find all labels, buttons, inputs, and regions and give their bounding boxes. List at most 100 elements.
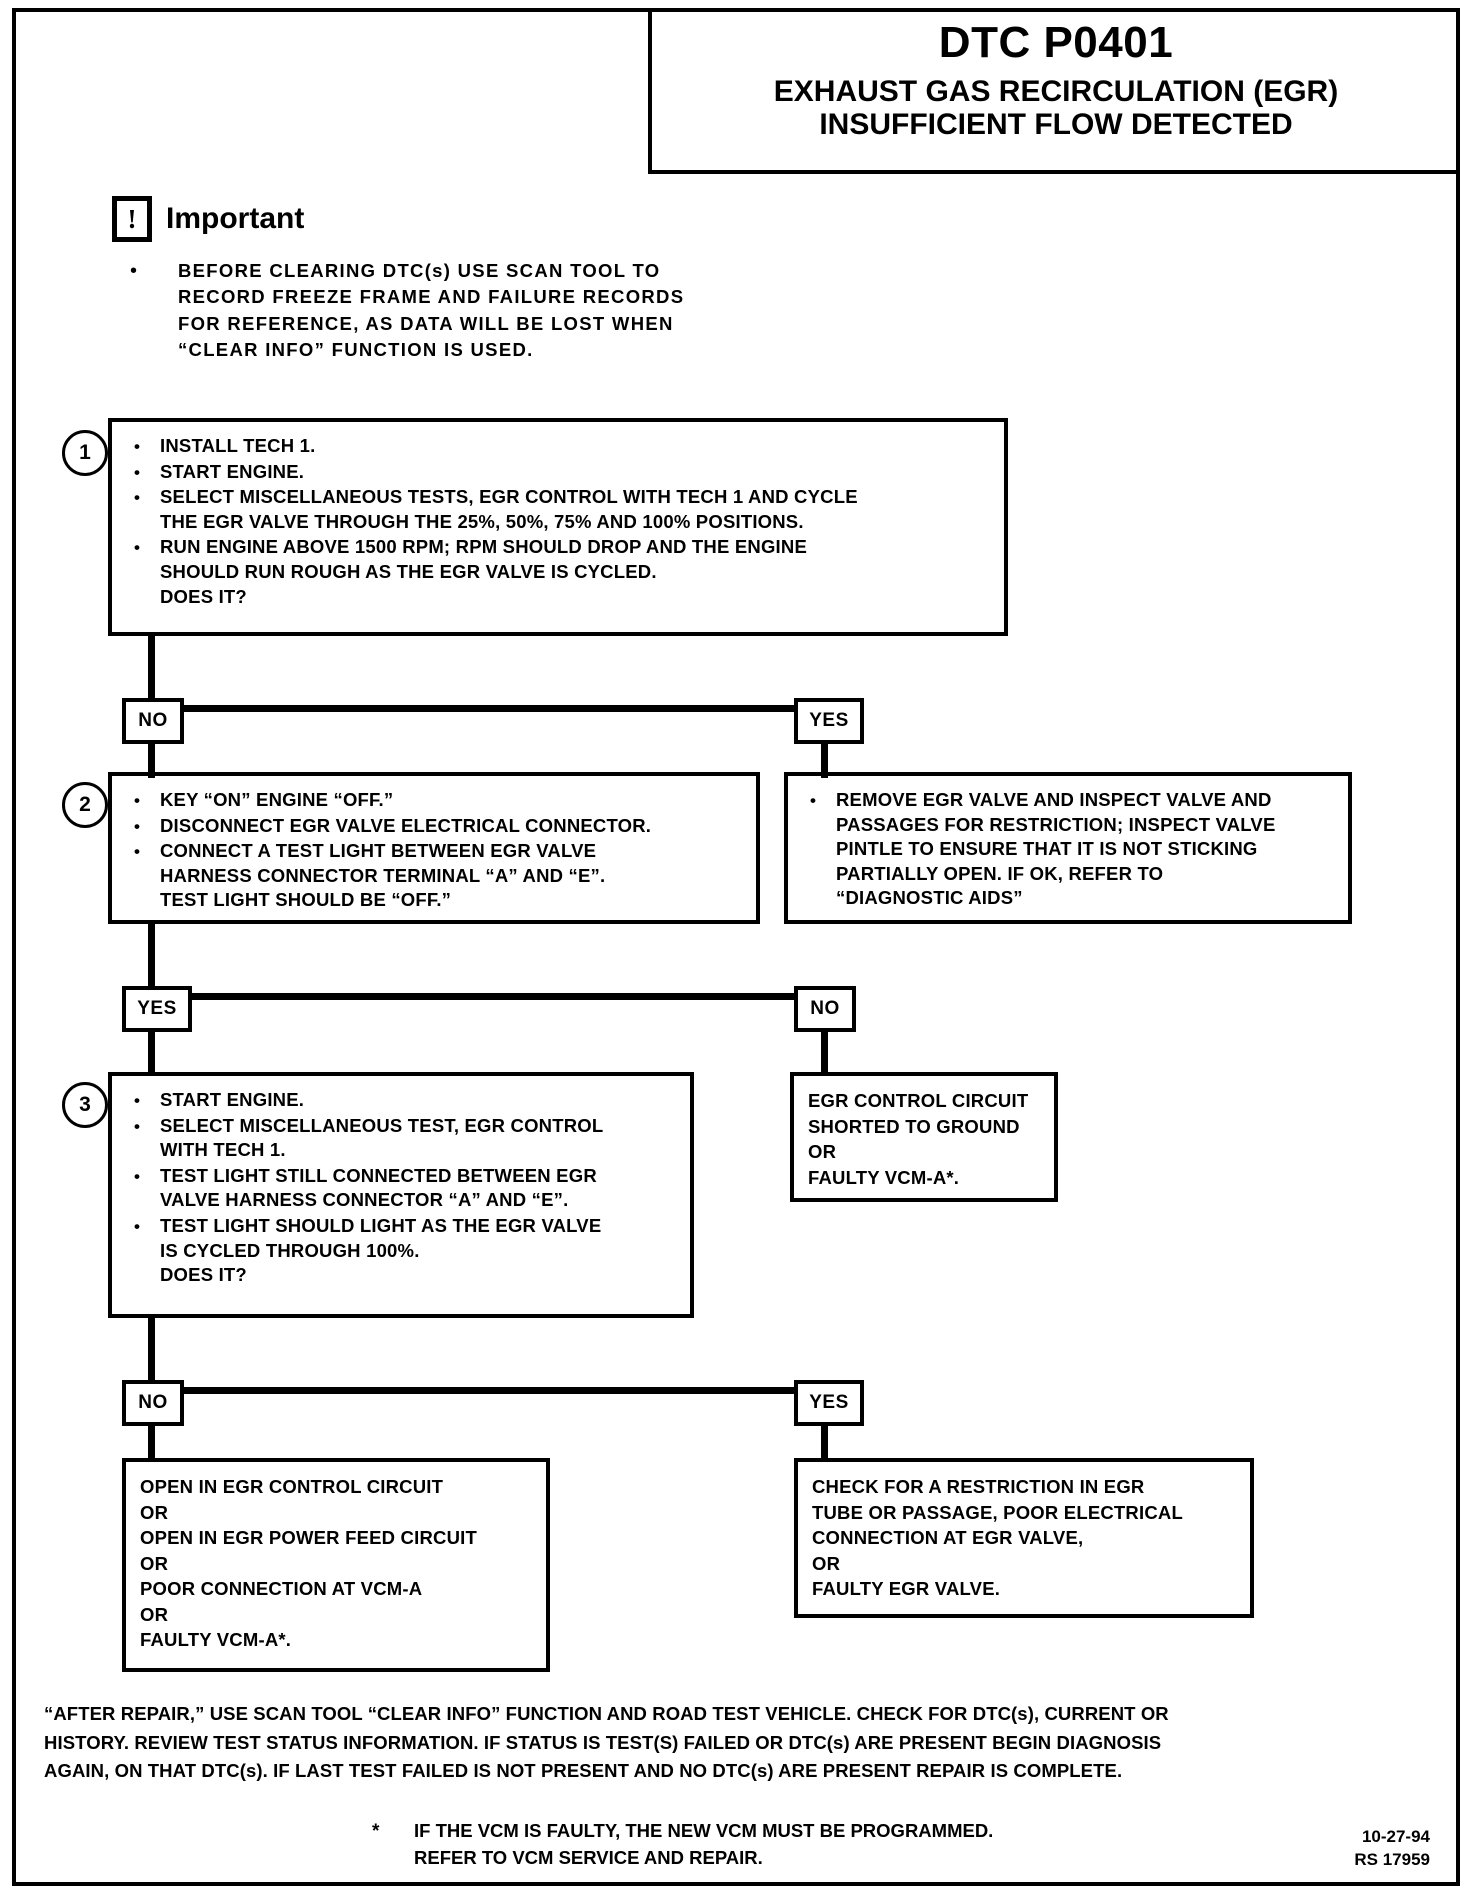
step-line: SELECT MISCELLANEOUS TEST, EGR CONTROL [160, 1114, 604, 1136]
exclamation-glyph: ! [127, 204, 137, 234]
step-number-2: 2 [62, 782, 108, 828]
page-border [12, 8, 1460, 1886]
result-line: OPEN IN EGR POWER FEED CIRCUIT [140, 1527, 477, 1549]
bullet-icon: • [134, 1091, 141, 1110]
bullet-icon: • [134, 1116, 141, 1136]
branch-label-step2-no: NO [794, 986, 856, 1032]
branch-label-step1-yes: YES [794, 698, 864, 744]
step-line: START ENGINE. [160, 1089, 305, 1110]
footer-line: AGAIN, ON THAT DTC(s). IF LAST TEST FAIL… [44, 1760, 1123, 1782]
vcm-footnote-text: IF THE VCM IS FAULTY, THE NEW VCM MUST B… [414, 1818, 1172, 1872]
stamp-date: 10-27-94 [1361, 1827, 1430, 1846]
step-line: HARNESS CONNECTOR TERMINAL “A” AND “E”. [160, 864, 606, 886]
step2-no-result-box: EGR CONTROL CIRCUIT SHORTED TO GROUND OR… [790, 1072, 1058, 1202]
result-line: “DIAGNOSTIC AIDS” [836, 887, 1023, 909]
step-1-item: • RUN ENGINE ABOVE 1500 RPM; RPM SHOULD … [126, 535, 994, 609]
step-line: TEST LIGHT SHOULD LIGHT AS THE EGR VALVE [160, 1214, 602, 1236]
result-line: FAULTY EGR VALVE. [812, 1578, 1001, 1600]
result-line: REMOVE EGR VALVE AND INSPECT VALVE AND [836, 789, 1272, 810]
step-line: RUN ENGINE ABOVE 1500 RPM; RPM SHOULD DR… [160, 536, 807, 558]
step-line: START ENGINE. [160, 460, 305, 482]
important-note-text: BEFORE CLEARING DTC(s) USE SCAN TOOL TO … [178, 258, 750, 363]
step-3-item: • START ENGINE. [126, 1088, 680, 1113]
result-line: PARTIALLY OPEN. IF OK, REFER TO [836, 862, 1164, 884]
branch-label-step3-yes: YES [794, 1380, 864, 1426]
step-line: TEST LIGHT SHOULD BE “OFF.” [160, 889, 452, 911]
bullet-icon: • [134, 1166, 141, 1186]
connector-step1-down [148, 636, 155, 712]
step-line: DOES IT? [160, 585, 247, 607]
important-note: • BEFORE CLEARING DTC(s) USE SCAN TOOL T… [130, 258, 750, 363]
step-3-item: • TEST LIGHT STILL CONNECTED BETWEEN EGR… [126, 1164, 680, 1213]
document-stamp: 10-27-94 RS 17959 [1354, 1826, 1430, 1872]
footnote-line: IF THE VCM IS FAULTY, THE NEW VCM MUST B… [414, 1820, 994, 1841]
step-line: SHOULD RUN ROUGH AS THE EGR VALVE IS CYC… [160, 560, 657, 582]
footnote-line: REFER TO VCM SERVICE AND REPAIR. [414, 1846, 763, 1868]
result-line: PASSAGES FOR RESTRICTION; INSPECT VALVE [836, 813, 1276, 835]
result-line: OPEN IN EGR CONTROL CIRCUIT [140, 1476, 444, 1497]
dtc-title: EXHAUST GAS RECIRCULATION (EGR) INSUFFIC… [774, 75, 1338, 142]
bullet-icon: • [134, 1216, 141, 1236]
result-line: EGR CONTROL CIRCUIT [808, 1090, 1029, 1111]
important-label: Important [166, 202, 305, 235]
dtc-title-line2: INSUFFICIENT FLOW DETECTED [819, 108, 1293, 142]
connector-step2-down [148, 924, 155, 1000]
bullet-icon: • [810, 791, 817, 810]
connector-yes-to-final [821, 1424, 828, 1462]
result-line: OR [140, 1552, 169, 1574]
connector-yes-to-step3 [148, 1030, 155, 1076]
step-line: IS CYCLED THROUGH 100%. [160, 1239, 420, 1261]
step-1-item: • START ENGINE. [126, 460, 994, 485]
bullet-icon: • [130, 260, 138, 282]
step-line: INSTALL TECH 1. [160, 435, 316, 456]
step-number-3: 3 [62, 1082, 108, 1128]
step-line: THE EGR VALVE THROUGH THE 25%, 50%, 75% … [160, 510, 804, 532]
step-line: TEST LIGHT STILL CONNECTED BETWEEN EGR [160, 1164, 597, 1186]
important-heading: ! Important [112, 196, 304, 242]
step-line: KEY “ON” ENGINE “OFF.” [160, 789, 394, 810]
step-2-item: • KEY “ON” ENGINE “OFF.” [126, 788, 746, 813]
step-line: DISCONNECT EGR VALVE ELECTRICAL CONNECTO… [160, 814, 652, 836]
step-1-item: • INSTALL TECH 1. [126, 434, 994, 459]
result-line: OR [140, 1501, 169, 1523]
footer-line: HISTORY. REVIEW TEST STATUS INFORMATION.… [44, 1731, 1162, 1753]
result-line: PINTLE TO ENSURE THAT IT IS NOT STICKING [836, 838, 1258, 860]
dtc-title-line1: EXHAUST GAS RECIRCULATION (EGR) [773, 74, 1339, 108]
step-line: WITH TECH 1. [160, 1139, 286, 1161]
bullet-icon: • [134, 437, 141, 456]
step-2-box: • KEY “ON” ENGINE “OFF.” • DISCONNECT EG… [108, 772, 760, 924]
step-2-item: • CONNECT A TEST LIGHT BETWEEN EGR VALVE… [126, 839, 746, 913]
result-line: OR [812, 1552, 841, 1574]
vcm-footnote: * IF THE VCM IS FAULTY, THE NEW VCM MUST… [372, 1818, 1172, 1872]
important-line: BEFORE CLEARING DTC(s) USE SCAN TOOL TO [178, 260, 661, 281]
step-1-item: • SELECT MISCELLANEOUS TESTS, EGR CONTRO… [126, 485, 994, 534]
step-line: VALVE HARNESS CONNECTOR “A” AND “E”. [160, 1189, 569, 1211]
footer-line: “AFTER REPAIR,” USE SCAN TOOL “CLEAR INF… [44, 1703, 1169, 1724]
step-2-item: • DISCONNECT EGR VALVE ELECTRICAL CONNEC… [126, 814, 746, 839]
branch-label-step2-yes: YES [122, 986, 192, 1032]
connector-no-to-final [148, 1424, 155, 1462]
step3-no-result-box: OPEN IN EGR CONTROL CIRCUIT OR OPEN IN E… [122, 1458, 550, 1672]
result-line: TUBE OR PASSAGE, POOR ELECTRICAL [812, 1501, 1183, 1523]
branch-label-step1-no: NO [122, 698, 184, 744]
dtc-code: DTC P0401 [938, 18, 1174, 67]
step1-yes-result-box: • REMOVE EGR VALVE AND INSPECT VALVE AND… [784, 772, 1352, 924]
connector-yes-to-result [821, 742, 828, 778]
result-line: OR [140, 1603, 169, 1625]
connector-no-to-result [821, 1030, 828, 1076]
result-line: FAULTY VCM-A*. [808, 1166, 960, 1188]
after-repair-footer: “AFTER REPAIR,” USE SCAN TOOL “CLEAR INF… [44, 1700, 1404, 1786]
result-line: FAULTY VCM-A*. [140, 1629, 292, 1651]
connector-step3-down [148, 1318, 155, 1394]
bullet-icon: • [134, 842, 141, 862]
page-header: DTC P0401 EXHAUST GAS RECIRCULATION (EGR… [648, 8, 1460, 174]
important-line: FOR REFERENCE, AS DATA WILL BE LOST WHEN [178, 312, 674, 334]
bullet-icon: • [134, 791, 141, 810]
exclamation-in-box-icon: ! [112, 196, 152, 242]
connector-no-to-step2 [148, 742, 155, 778]
step-3-item: • TEST LIGHT SHOULD LIGHT AS THE EGR VAL… [126, 1214, 680, 1288]
step-line: SELECT MISCELLANEOUS TESTS, EGR CONTROL … [160, 486, 858, 508]
bullet-icon: • [134, 538, 141, 558]
step-number-1: 1 [62, 430, 108, 476]
